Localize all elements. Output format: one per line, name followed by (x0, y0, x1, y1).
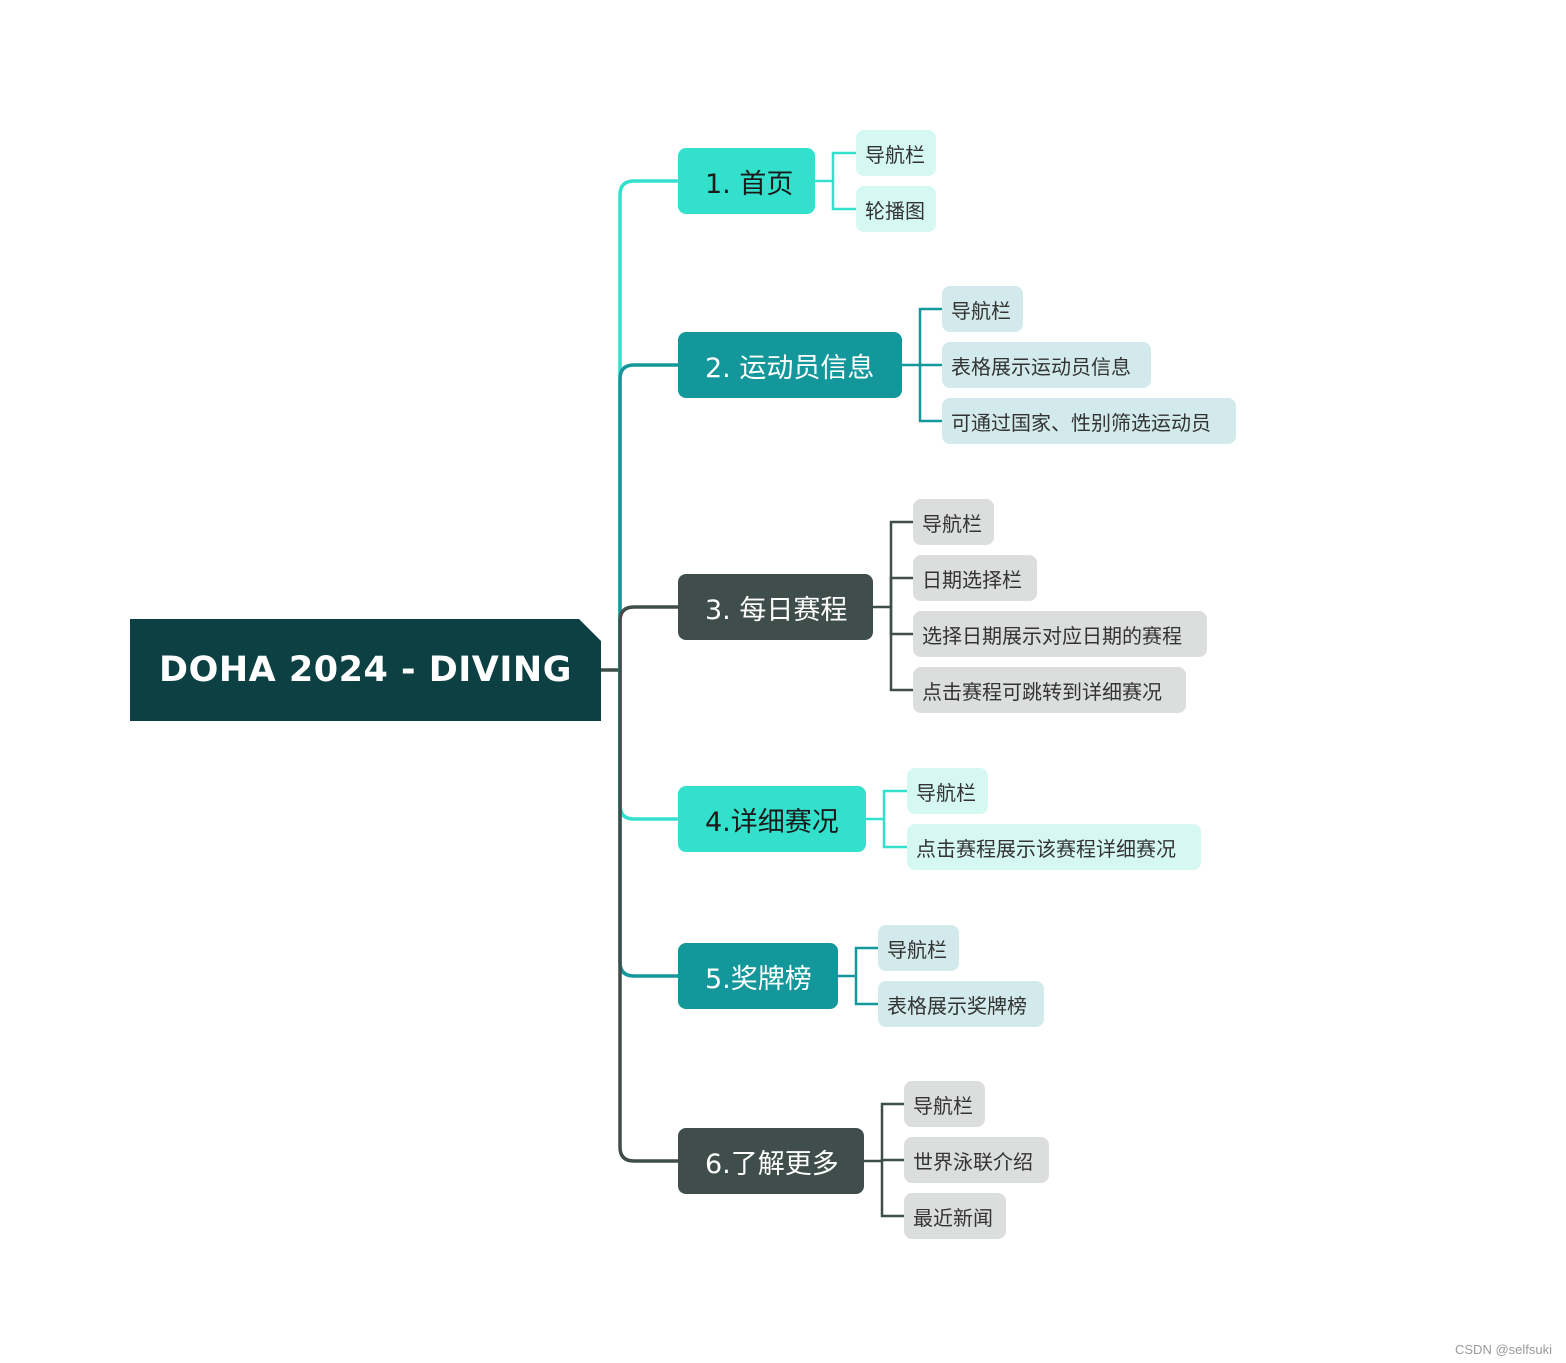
leaf-node[interactable]: 导航栏 (904, 1081, 985, 1127)
connector-line (889, 605, 915, 636)
leaf-node[interactable]: 最近新闻 (904, 1193, 1006, 1239)
connector-line (880, 1102, 906, 1163)
connector-line (618, 668, 680, 978)
connector-line (618, 363, 680, 672)
leaf-node[interactable]: 点击赛程可跳转到详细赛况 (913, 667, 1186, 713)
leaf-node[interactable]: 日期选择栏 (913, 555, 1037, 601)
branch-label: 3. 每日赛程 (705, 594, 848, 626)
connector-line (618, 668, 680, 821)
root-title: DOHA 2024 - DIVING (159, 650, 572, 690)
branch-node-home[interactable]: 1. 首页 (678, 148, 815, 214)
leaf-node[interactable]: 表格展示运动员信息 (942, 342, 1151, 388)
leaf-label: 表格展示奖牌榜 (887, 993, 1027, 1018)
connector-line (854, 946, 880, 978)
leaf-node[interactable]: 点击赛程展示该赛程详细赛况 (907, 824, 1201, 870)
leaf-label: 日期选择栏 (922, 567, 1022, 592)
leaf-node[interactable]: 世界泳联介绍 (904, 1137, 1049, 1183)
branch-label: 6.了解更多 (705, 1148, 839, 1180)
leaf-node[interactable]: 导航栏 (913, 499, 994, 545)
note-fold-icon (579, 619, 601, 641)
connector-line (618, 179, 680, 672)
watermark: CSDN @selfsuki (1455, 1342, 1552, 1357)
leaf-label: 表格展示运动员信息 (951, 354, 1131, 379)
leaf-label: 轮播图 (865, 198, 925, 223)
leaf-node[interactable]: 轮播图 (856, 186, 936, 232)
connector-line (880, 1159, 906, 1218)
connector-line (618, 668, 680, 1163)
branch-label: 2. 运动员信息 (705, 352, 875, 384)
branch-label: 1. 首页 (705, 168, 794, 200)
leaf-label: 点击赛程可跳转到详细赛况 (922, 679, 1162, 704)
branch-label: 4.详细赛况 (705, 806, 839, 838)
leaf-node[interactable]: 表格展示奖牌榜 (878, 981, 1044, 1027)
branch-node-daily-schedule[interactable]: 3. 每日赛程 (678, 574, 873, 640)
branch-label: 5.奖牌榜 (705, 963, 812, 995)
branch-node-athletes[interactable]: 2. 运动员信息 (678, 332, 902, 398)
leaf-label: 最近新闻 (913, 1205, 993, 1230)
leaf-label: 导航栏 (913, 1093, 973, 1118)
leaf-label: 世界泳联介绍 (913, 1149, 1033, 1174)
leaf-node[interactable]: 可通过国家、性别筛选运动员 (942, 398, 1236, 444)
branch-node-match-details[interactable]: 4.详细赛况 (678, 786, 866, 852)
leaf-label: 导航栏 (951, 298, 1011, 323)
leaf-label: 导航栏 (887, 937, 947, 962)
connector-line (918, 363, 944, 423)
branch-node-learn-more[interactable]: 6.了解更多 (678, 1128, 864, 1194)
leaf-label: 导航栏 (916, 780, 976, 805)
connector-line (854, 974, 880, 1006)
leaf-label: 点击赛程展示该赛程详细赛况 (916, 836, 1176, 861)
leaf-node[interactable]: 导航栏 (907, 768, 988, 814)
leaf-label: 选择日期展示对应日期的赛程 (922, 623, 1182, 648)
connector-line (882, 817, 909, 849)
branch-node-medal-table[interactable]: 5.奖牌榜 (678, 943, 838, 1009)
connector-line (831, 179, 858, 211)
leaf-label: 可通过国家、性别筛选运动员 (951, 410, 1211, 435)
connector-line (831, 151, 858, 183)
connector-line (889, 520, 915, 609)
leaf-label: 导航栏 (922, 511, 982, 536)
root-node[interactable]: DOHA 2024 - DIVING (130, 619, 601, 721)
connector-line (882, 789, 909, 821)
leaf-label: 导航栏 (865, 142, 925, 167)
leaf-node[interactable]: 导航栏 (878, 925, 959, 971)
leaf-node[interactable]: 导航栏 (856, 130, 936, 176)
connector-line (880, 1158, 906, 1163)
leaf-node[interactable]: 导航栏 (942, 286, 1023, 332)
leaf-node[interactable]: 选择日期展示对应日期的赛程 (913, 611, 1207, 657)
connector-line (889, 605, 915, 692)
connector-line (618, 605, 680, 672)
connector-line (918, 307, 944, 367)
connector-line (889, 576, 915, 609)
